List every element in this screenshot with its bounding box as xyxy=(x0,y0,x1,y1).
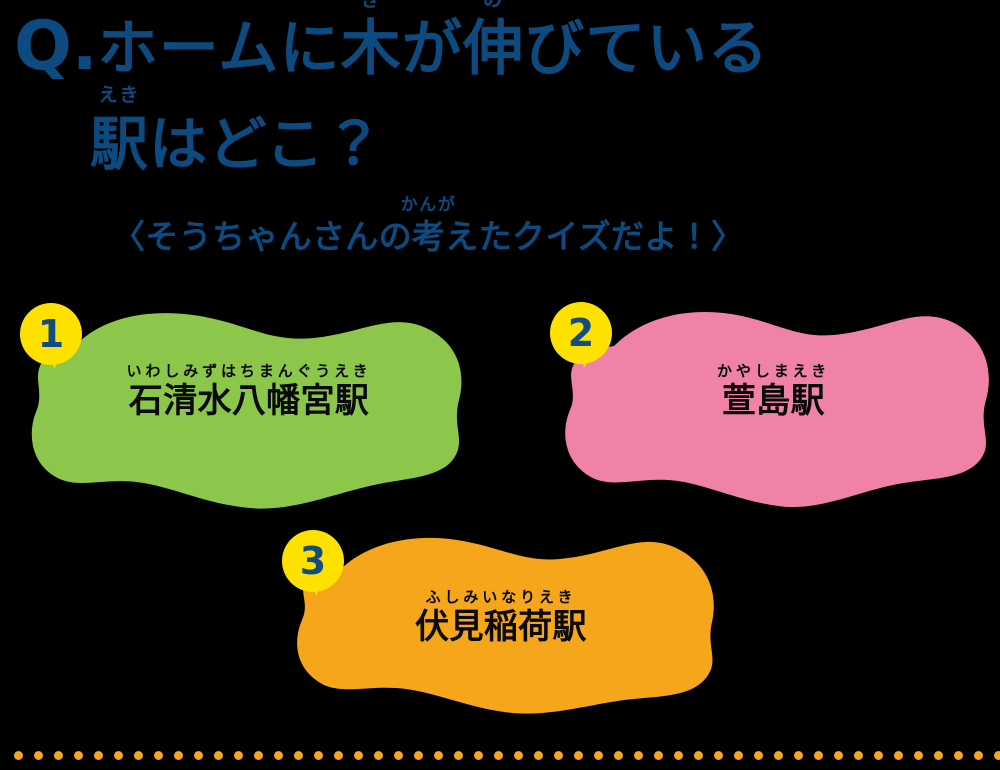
divider-dot xyxy=(334,750,343,760)
divider-dot xyxy=(274,750,283,760)
subtitle-open: 〈そうちゃんさんの xyxy=(112,217,412,256)
divider-dot xyxy=(14,750,23,760)
subtitle: 〈そうちゃんさんのかんが考えたクイズだよ！〉 xyxy=(112,196,745,256)
divider-dot xyxy=(454,750,463,760)
title-segment-b: が xyxy=(401,14,464,84)
title-segment-c: びている xyxy=(524,14,770,84)
divider-dot xyxy=(534,750,543,760)
divider-dot xyxy=(114,750,123,760)
divider-dot xyxy=(894,750,903,760)
divider-dot xyxy=(314,750,323,760)
option-choice-3[interactable]: ふしみいなりえき 伏見稲荷駅 3 xyxy=(276,528,726,720)
divider-dot xyxy=(754,750,763,760)
ruby-eki-base: 駅 xyxy=(90,110,150,178)
divider-dot xyxy=(834,750,843,760)
divider-dot xyxy=(934,750,943,760)
divider-dot xyxy=(474,750,483,760)
divider-dot xyxy=(394,750,403,760)
divider-dot xyxy=(154,750,163,760)
divider-dot xyxy=(634,750,643,760)
ruby-no-text: の xyxy=(483,0,505,11)
option-3-blob-shape xyxy=(297,537,714,714)
divider-dot xyxy=(354,750,363,760)
ruby-kanga-base: 考 xyxy=(411,217,446,256)
badge-circle-icon xyxy=(550,302,612,364)
divider-dot xyxy=(874,750,883,760)
dotted-divider xyxy=(0,748,1000,762)
divider-dot xyxy=(514,750,523,760)
divider-dot xyxy=(694,750,703,760)
divider-dot xyxy=(174,750,183,760)
ruby-kanga-text: かんが xyxy=(400,195,457,215)
divider-dot xyxy=(654,750,663,760)
ruby-eki: えき駅 xyxy=(90,86,150,178)
divider-dot xyxy=(774,750,783,760)
option-3-number: 3 xyxy=(299,539,327,583)
option-1-blob-shape xyxy=(31,313,462,509)
divider-dot xyxy=(54,750,63,760)
option-choice-2[interactable]: かやしまえき 萱島駅 2 xyxy=(546,300,1000,515)
ruby-kanga: かんが考 xyxy=(401,196,455,256)
divider-dot xyxy=(414,750,423,760)
divider-dot xyxy=(914,750,923,760)
title-line-2: えき駅はどこ？ xyxy=(90,86,385,178)
divider-dot xyxy=(94,750,103,760)
ruby-ki-base: 木 xyxy=(340,14,402,84)
divider-dot xyxy=(494,750,503,760)
subtitle-tail: えたクイズだよ！〉 xyxy=(445,217,745,256)
ruby-no-base: 伸 xyxy=(463,14,525,84)
divider-dot xyxy=(814,750,823,760)
option-2-number: 2 xyxy=(567,311,595,355)
title-line-1: Q.ホームにき木がの伸びている xyxy=(14,0,770,84)
divider-dot xyxy=(614,750,623,760)
divider-dot xyxy=(734,750,743,760)
divider-dot xyxy=(234,750,243,760)
divider-dot xyxy=(294,750,303,760)
title-segment-a: ホームに xyxy=(97,14,341,84)
divider-dot xyxy=(794,750,803,760)
option-2-badge[interactable]: 2 xyxy=(550,302,612,369)
divider-dot xyxy=(194,750,203,760)
divider-dot xyxy=(954,750,963,760)
divider-dot xyxy=(974,750,983,760)
option-3-badge[interactable]: 3 xyxy=(282,530,344,597)
divider-dot xyxy=(594,750,603,760)
option-1-badge[interactable]: 1 xyxy=(20,303,82,370)
divider-dot xyxy=(434,750,443,760)
ruby-ki: き木 xyxy=(340,0,402,84)
divider-dot xyxy=(34,750,43,760)
option-2-blob-shape xyxy=(565,311,989,508)
divider-dot xyxy=(74,750,83,760)
divider-dot xyxy=(134,750,143,760)
divider-dot xyxy=(574,750,583,760)
ruby-eki-text: えき xyxy=(98,84,141,106)
divider-dot xyxy=(994,750,1000,760)
divider-dot xyxy=(714,750,723,760)
option-choice-1[interactable]: いわしみずはちまんぐうえき 石清水八幡宮駅 1 xyxy=(14,300,484,515)
title-line2-segment-a: はどこ？ xyxy=(149,110,385,178)
badge-circle-icon xyxy=(20,303,82,365)
option-1-number: 1 xyxy=(37,312,65,356)
divider-dot xyxy=(374,750,383,760)
divider-dot xyxy=(674,750,683,760)
divider-dot xyxy=(254,750,263,760)
ruby-no: の伸 xyxy=(463,0,525,84)
divider-dot xyxy=(214,750,223,760)
divider-dot xyxy=(554,750,563,760)
divider-dot xyxy=(854,750,863,760)
badge-circle-icon xyxy=(282,530,344,592)
ruby-ki-text: き xyxy=(360,0,382,11)
q-mark: Q. xyxy=(14,7,98,86)
